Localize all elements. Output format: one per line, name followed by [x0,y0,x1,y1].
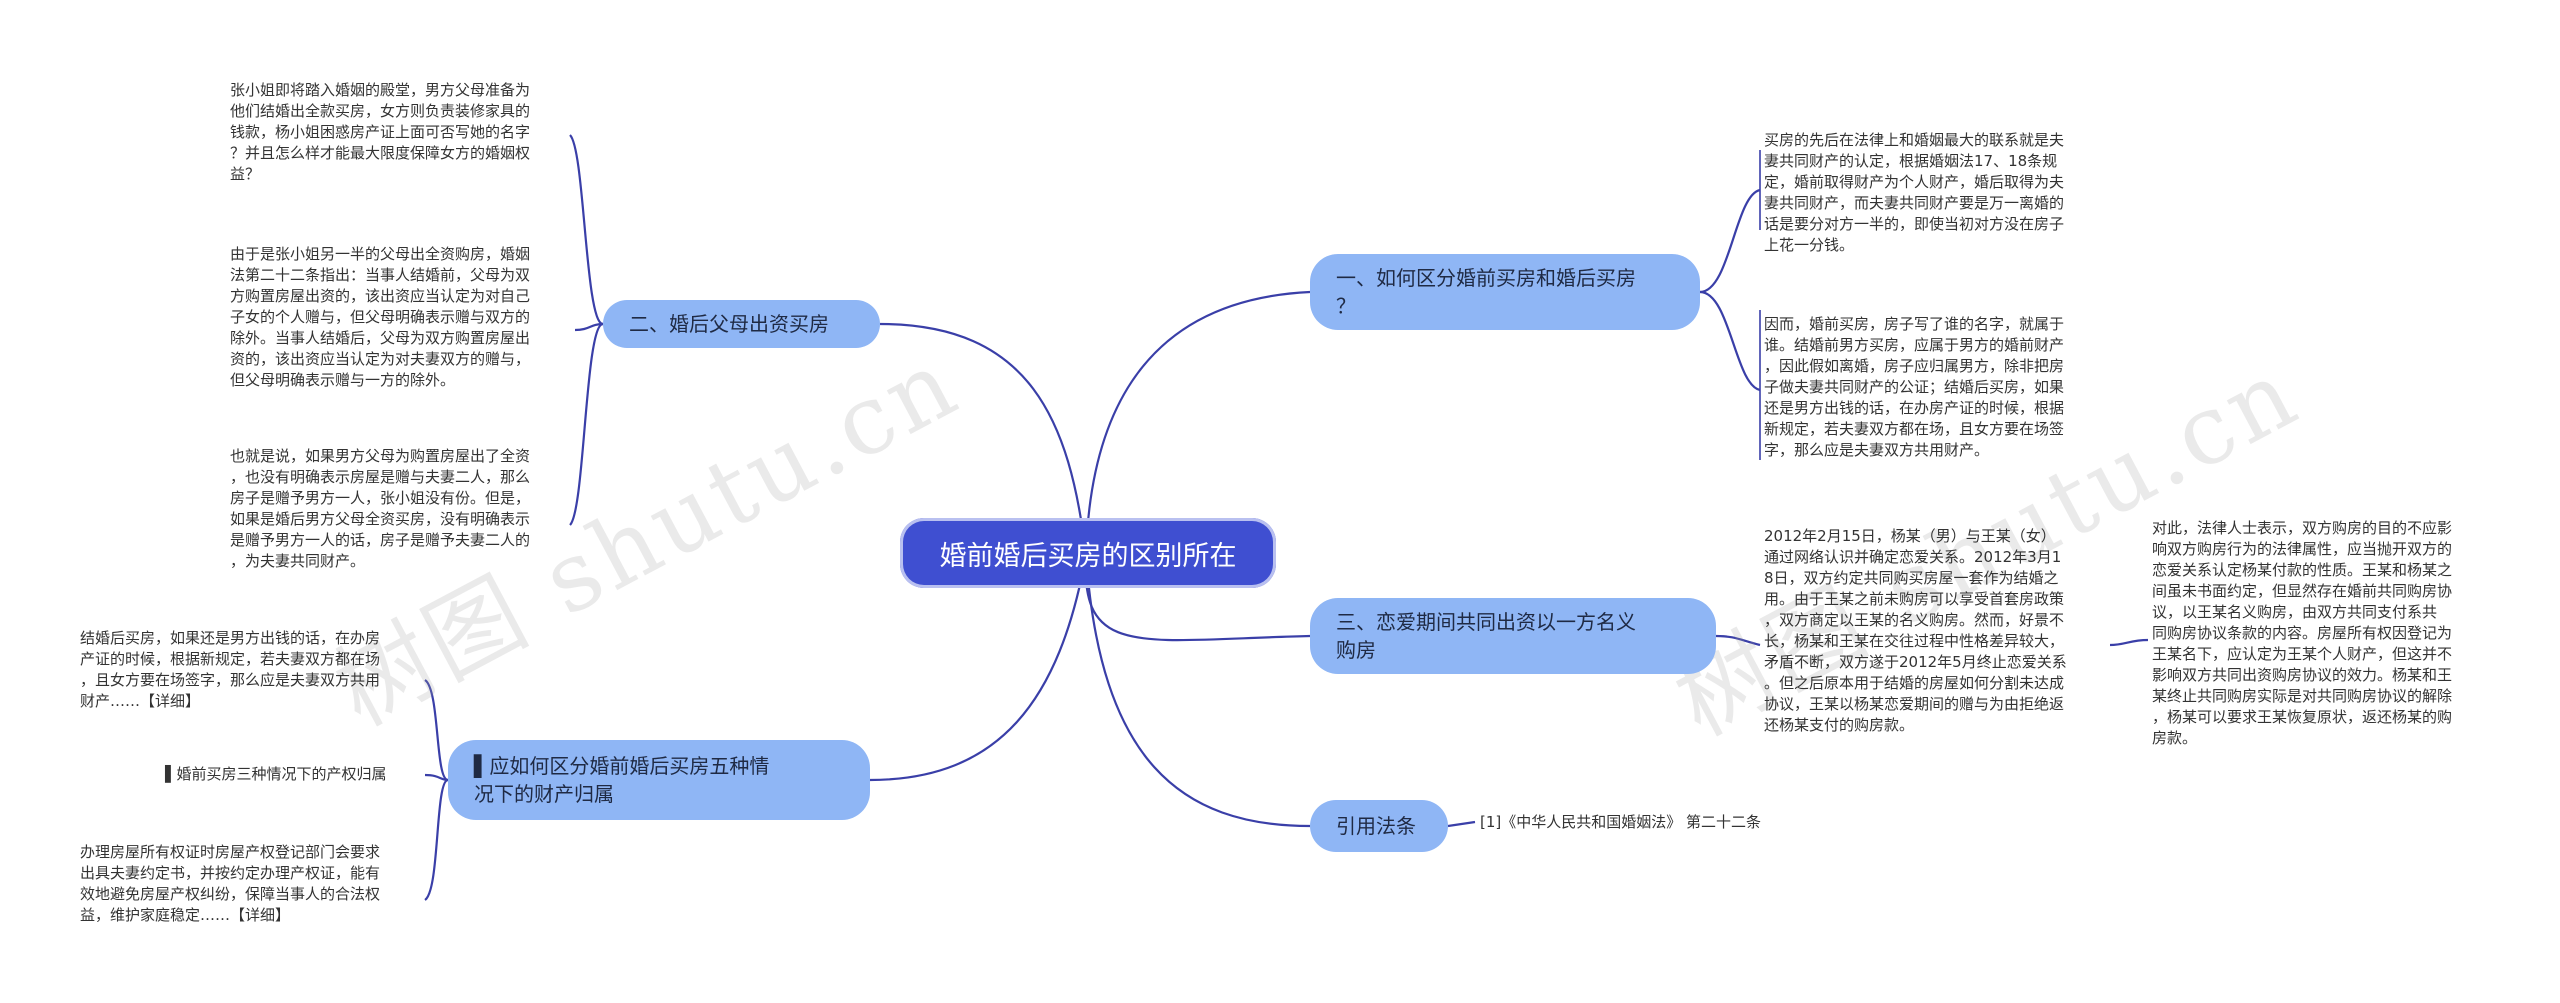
leaf-text-b1-1: 买房的先后在法律上和婚姻最大的联系就是夫 妻共同财产的认定，根据婚姻法17、18… [1764,131,2065,254]
branch-label: 三、恋爱期间共同出资以一方名义 购房 [1336,610,1636,662]
branch-node-b2[interactable]: 二、婚后父母出资买房 [603,300,880,348]
link-root-b5 [1084,554,1311,828]
leaf-text-b4-3[interactable]: 办理房屋所有权证时房屋产权登记部门会要求 出具夫妻约定书，并按约定办理产权证，能… [80,843,381,924]
leaf-text-b2-2: 由于是张小姐另一半的父母出全资购房，婚姻 法第二十二条指出：当事人结婚前，父母为… [230,245,531,389]
branch-label: 一、如何区分婚前买房和婚后买房 ？ [1336,266,1636,318]
branch-node-b3[interactable]: 三、恋爱期间共同出资以一方名义 购房 [1310,598,1716,674]
leaf-text-b3-1: 2012年2月15日，杨某（男）与王某（女） 通过网络认识并确定恋爱关系。201… [1764,527,2067,734]
link-root-b3 [1084,554,1311,642]
link-root-b2 [879,322,1088,556]
link-b1-leaf2 [1699,290,1761,392]
leaf-text-b3-1-1: 对此，法律人士表示，双方购房的目的不应影 响双方购房行为的法律属性，应当抛开双方… [2152,519,2453,747]
branch-node-b4[interactable]: ▌应如何区分婚前婚后买房五种情 况下的财产归属 [448,740,870,820]
branch-label: 引用法条 [1336,814,1416,838]
branch-label: ▌应如何区分婚前婚后买房五种情 况下的财产归属 [474,754,770,806]
branch-node-b5[interactable]: 引用法条 [1310,800,1448,852]
leaf-text-b2-3: 也就是说，如果男方父母为购置房屋出了全资 ，也没有明确表示房屋是赠与夫妻二人，那… [230,447,531,570]
branch-label: 二、婚后父母出资买房 [629,312,829,336]
leaf-text-b5-1: [1]《中华人民共和国婚姻法》 第二十二条 [1480,813,1762,831]
leaf-text-b2-1: 张小姐即将踏入婚姻的殿堂，男方父母准备为 他们结婚出全款买房，女方则负责装修家具… [230,81,531,183]
link-b1-leaf1 [1699,188,1761,294]
link-root-b4 [869,554,1088,782]
leaf-text-b4-1[interactable]: 结婚后买房，如果还是男方出钱的话，在办房 产证的时候，根据新规定，若夫妻双方都在… [80,629,381,710]
root-label: 婚前婚后买房的区别所在 [939,540,1237,572]
branch-node-b1[interactable]: 一、如何区分婚前买房和婚后买房 ？ [1310,254,1700,330]
leaf-text-b1-2: 因而，婚前买房，房子写了谁的名字，就属于 谁。结婚前男方买房，应属于男方的婚前财… [1764,315,2065,459]
leaf-text-b4-2[interactable]: ▌婚前买房三种情况下的产权归属 [165,765,387,783]
link-root-b1 [1084,290,1311,556]
root-node[interactable]: 婚前婚后买房的区别所在 [900,518,1276,588]
